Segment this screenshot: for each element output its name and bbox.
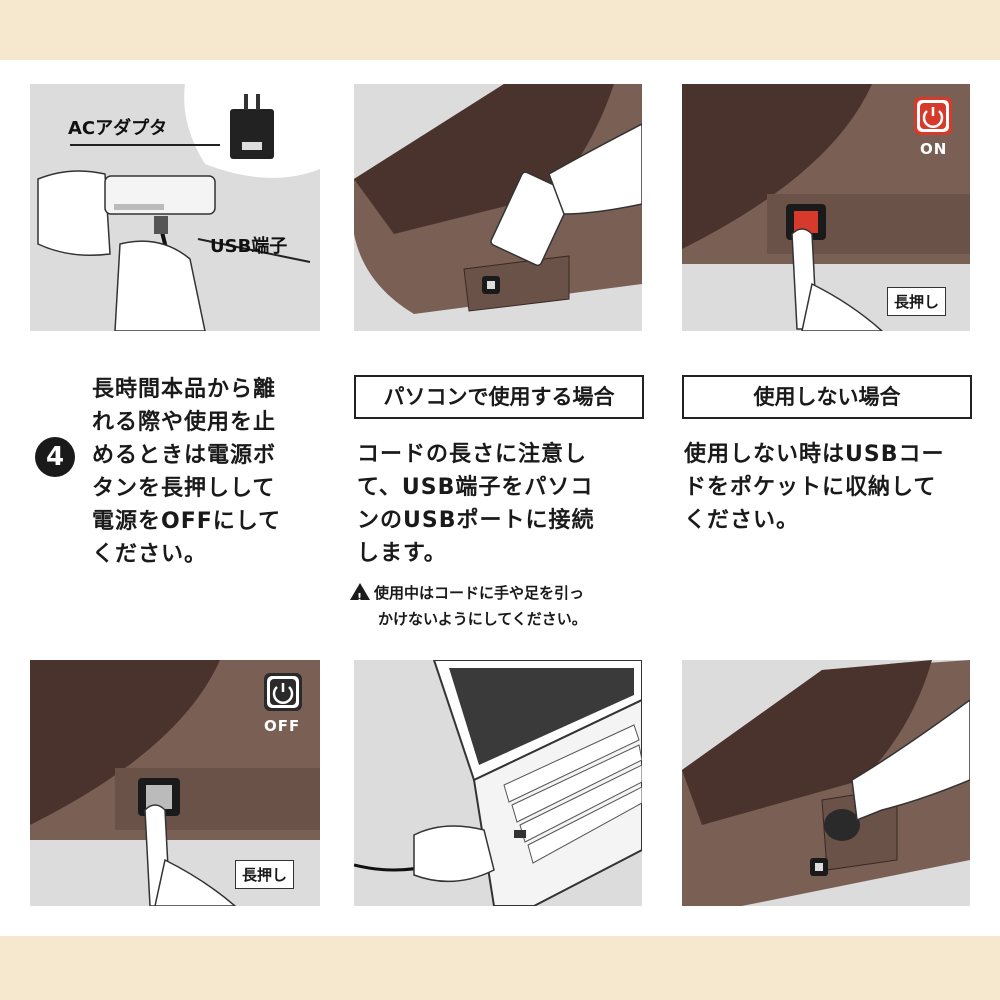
pc-use-instructions: コードの長さに注意し て、USB端子をパソコ ンのUSBポートに接続 します。: [357, 438, 647, 570]
long-press-label-on: 長押し: [887, 287, 947, 316]
power-off-label: OFF: [264, 717, 301, 735]
panel-laptop-illustration: [354, 660, 642, 906]
adapter-illustration: [30, 84, 320, 331]
not-in-use-line: 使用しない時はUSBコー: [684, 442, 945, 467]
step4-line: ください。: [92, 542, 208, 567]
caution-line: 使用中はコードに手や足を引っ: [374, 584, 585, 602]
laptop-illustration: [354, 660, 642, 906]
power-on-icon: [914, 97, 952, 135]
pc-use-line: ンのUSBポートに接続: [357, 508, 595, 533]
pc-use-heading: パソコンで使用する場合: [354, 375, 644, 419]
bottom-band: [0, 936, 1000, 1000]
long-press-label-off: 長押し: [235, 860, 295, 889]
warning-icon: [350, 583, 370, 611]
step4-line: 電源をOFFにして: [92, 509, 282, 534]
not-in-use-line: ドをポケットに収納して: [684, 475, 937, 500]
usb-port-label: USB端子: [210, 236, 288, 257]
pc-use-line: します。: [357, 541, 447, 566]
top-band: [0, 0, 1000, 60]
cushion-illustration: [354, 84, 642, 331]
ac-adapter-label: ACアダプタ: [68, 118, 168, 139]
panel-store-cord-illustration: [682, 660, 970, 906]
pc-use-caution: 使用中はコードに手や足を引っ かけないようにしてください。: [350, 580, 650, 632]
power-on-label: ON: [920, 140, 948, 158]
pc-use-line: て、USB端子をパソコ: [357, 475, 594, 500]
caution-line: かけないようにしてください。: [378, 610, 587, 628]
power-off-icon: [264, 673, 302, 711]
step4-line: タンを長押しして: [92, 476, 276, 501]
panel-power-on-illustration: ON 長押し: [682, 84, 970, 331]
step4-line: 長時間本品から離: [92, 377, 277, 402]
step-number-badge: 4: [35, 437, 75, 477]
step4-instructions: 長時間本品から離 れる際や使用を止 めるときは電源ボ タンを長押しして 電源をO…: [92, 373, 327, 571]
not-in-use-line: ください。: [684, 508, 800, 533]
instruction-sheet: ACアダプタ USB端子: [0, 60, 1000, 936]
not-in-use-heading: 使用しない場合: [682, 375, 972, 419]
step4-line: めるときは電源ボ: [92, 443, 277, 468]
step4-line: れる際や使用を止: [92, 410, 277, 435]
cushion-pocket-illustration: [682, 660, 970, 906]
panel-power-off-illustration: OFF 長押し: [30, 660, 320, 906]
panel-adapter-illustration: ACアダプタ USB端子: [30, 84, 320, 331]
not-in-use-instructions: 使用しない時はUSBコー ドをポケットに収納して ください。: [684, 438, 974, 537]
panel-pocket-insert-illustration: [354, 84, 642, 331]
pc-use-line: コードの長さに注意し: [357, 442, 588, 467]
